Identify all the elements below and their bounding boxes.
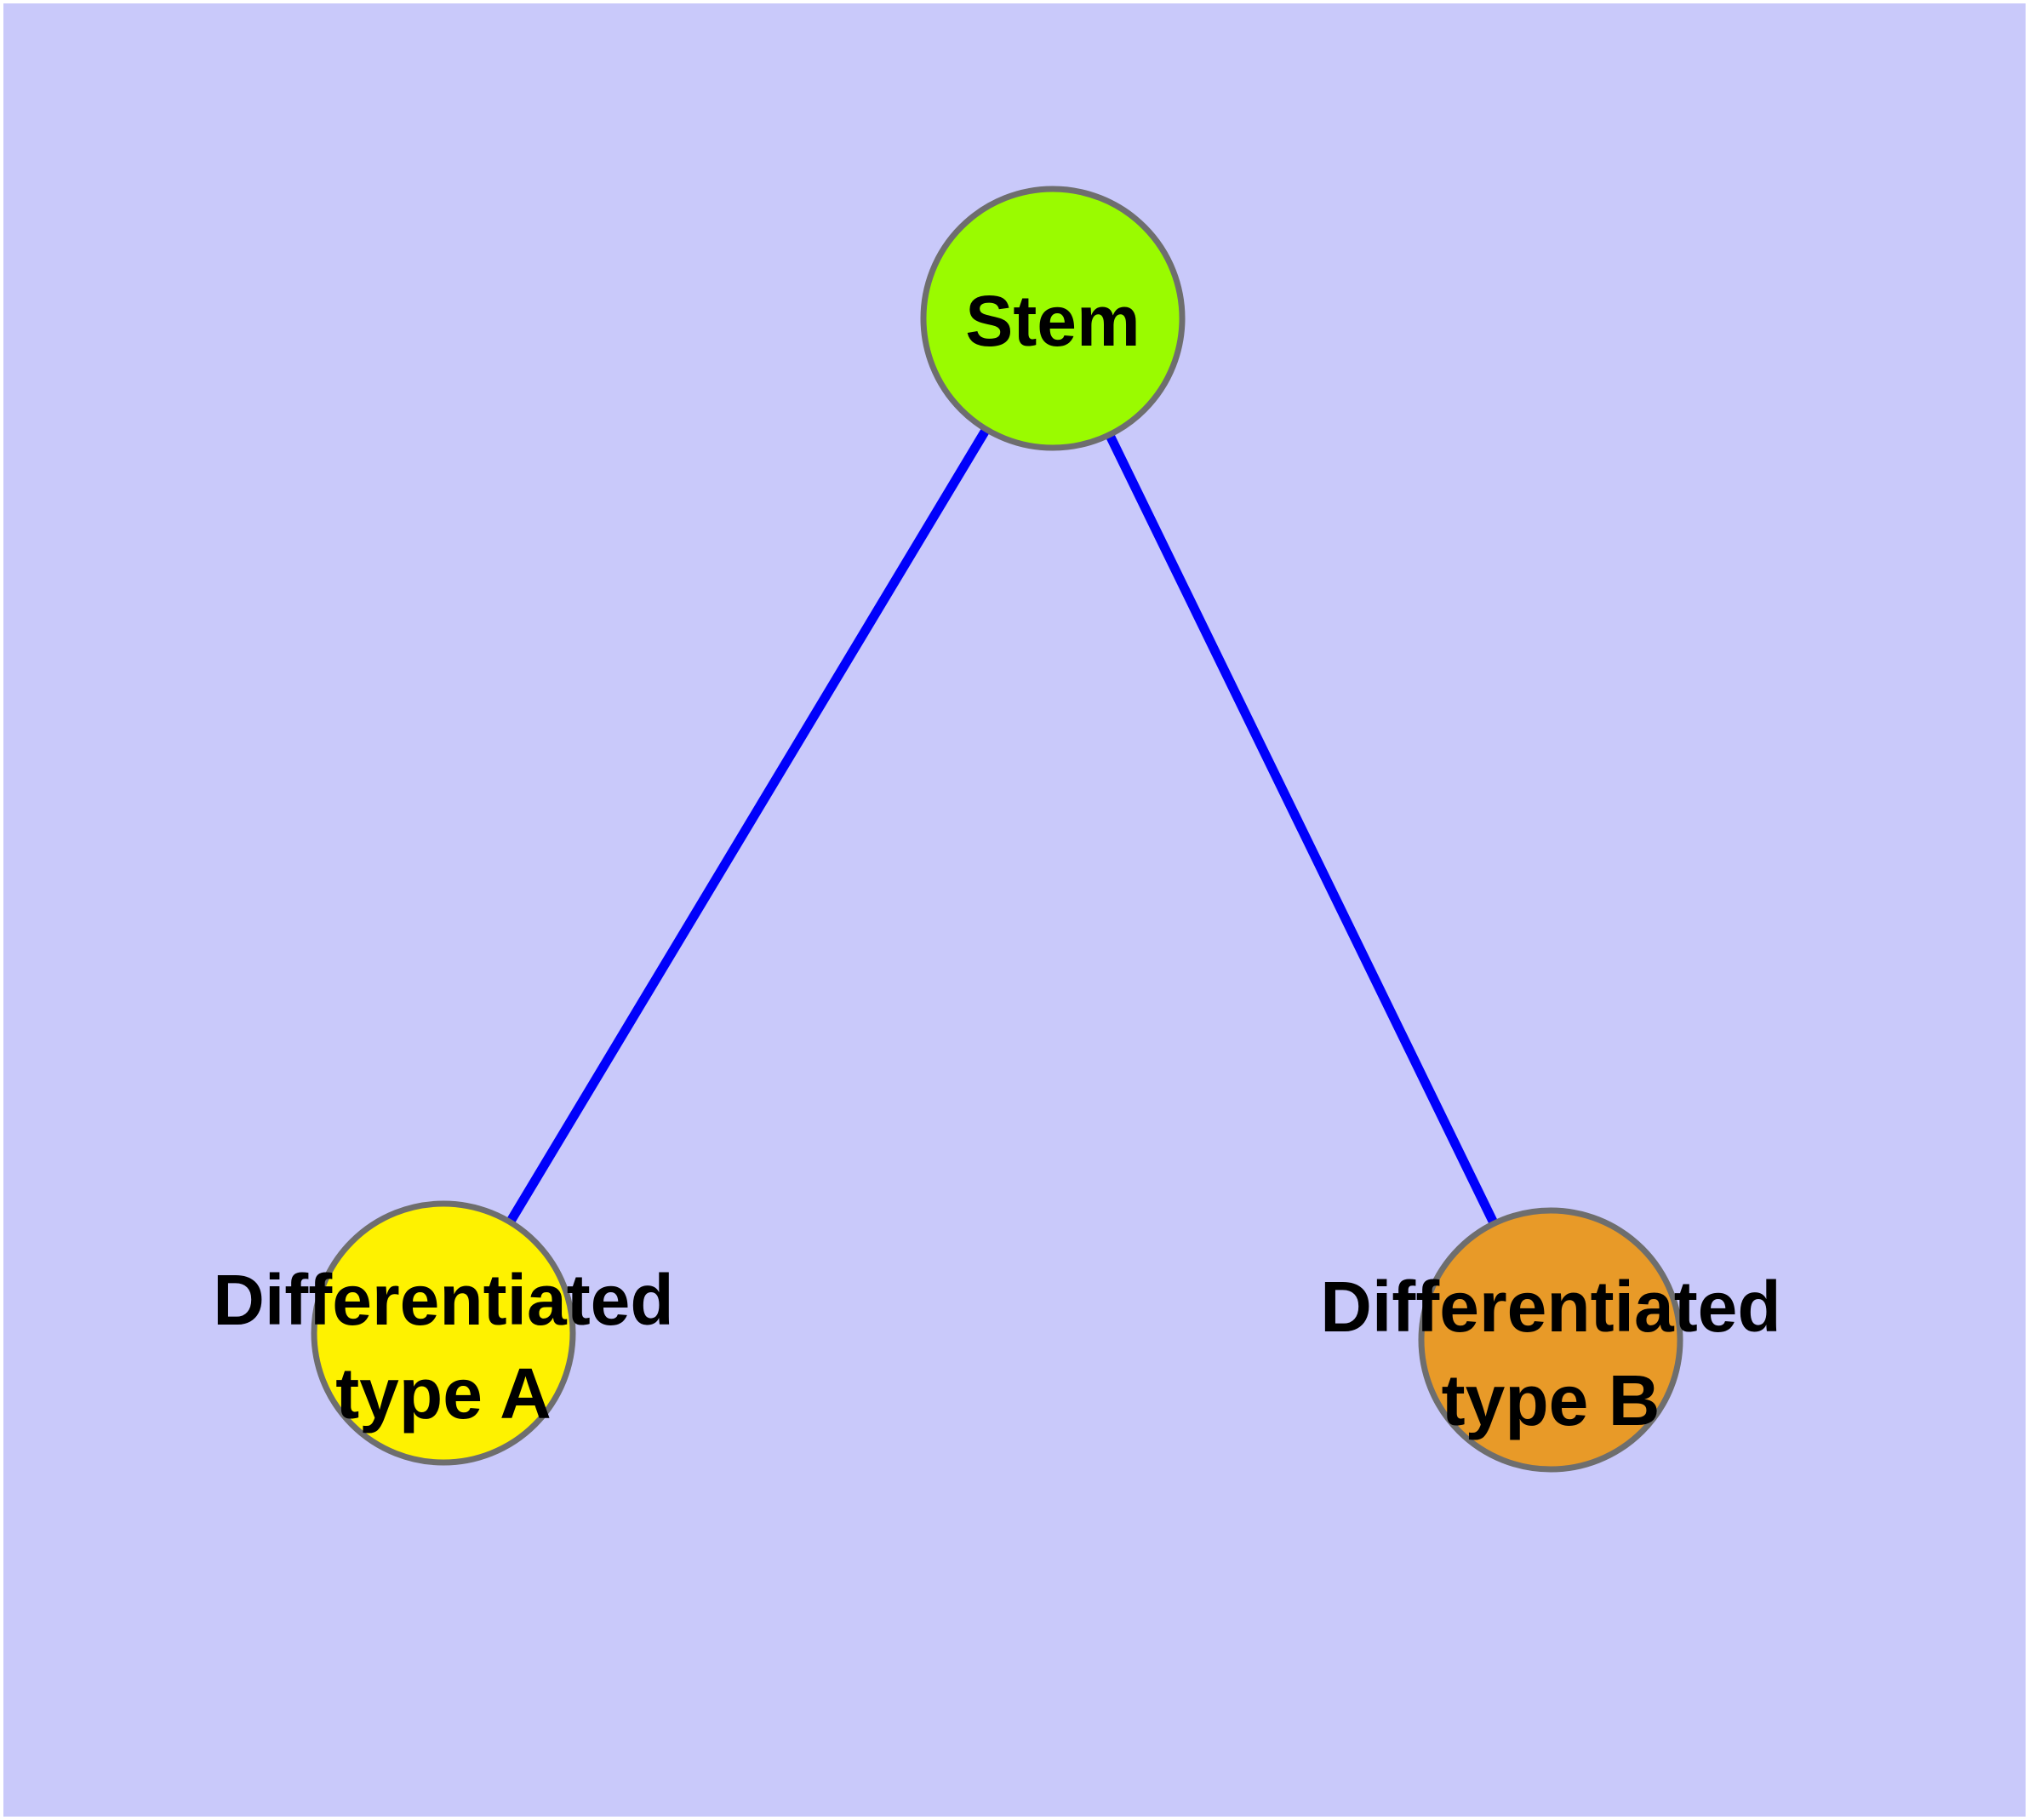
type-a-node-label-line2: type A [335, 1354, 552, 1434]
type-a-node-label-line1: Differentiated [213, 1260, 673, 1340]
stem-node-label: Stem [965, 281, 1140, 361]
stem-node[interactable] [920, 186, 1186, 451]
edge-stem-to-type-a[interactable] [439, 316, 1057, 1336]
type-a-node[interactable] [311, 1200, 576, 1466]
type-b-node[interactable] [1418, 1207, 1683, 1473]
type-b-node-label-line1: Differentiated [1320, 1267, 1780, 1347]
type-b-node-label-line2: type B [1442, 1360, 1660, 1440]
edge-stem-to-type-b[interactable] [1049, 316, 1555, 1342]
